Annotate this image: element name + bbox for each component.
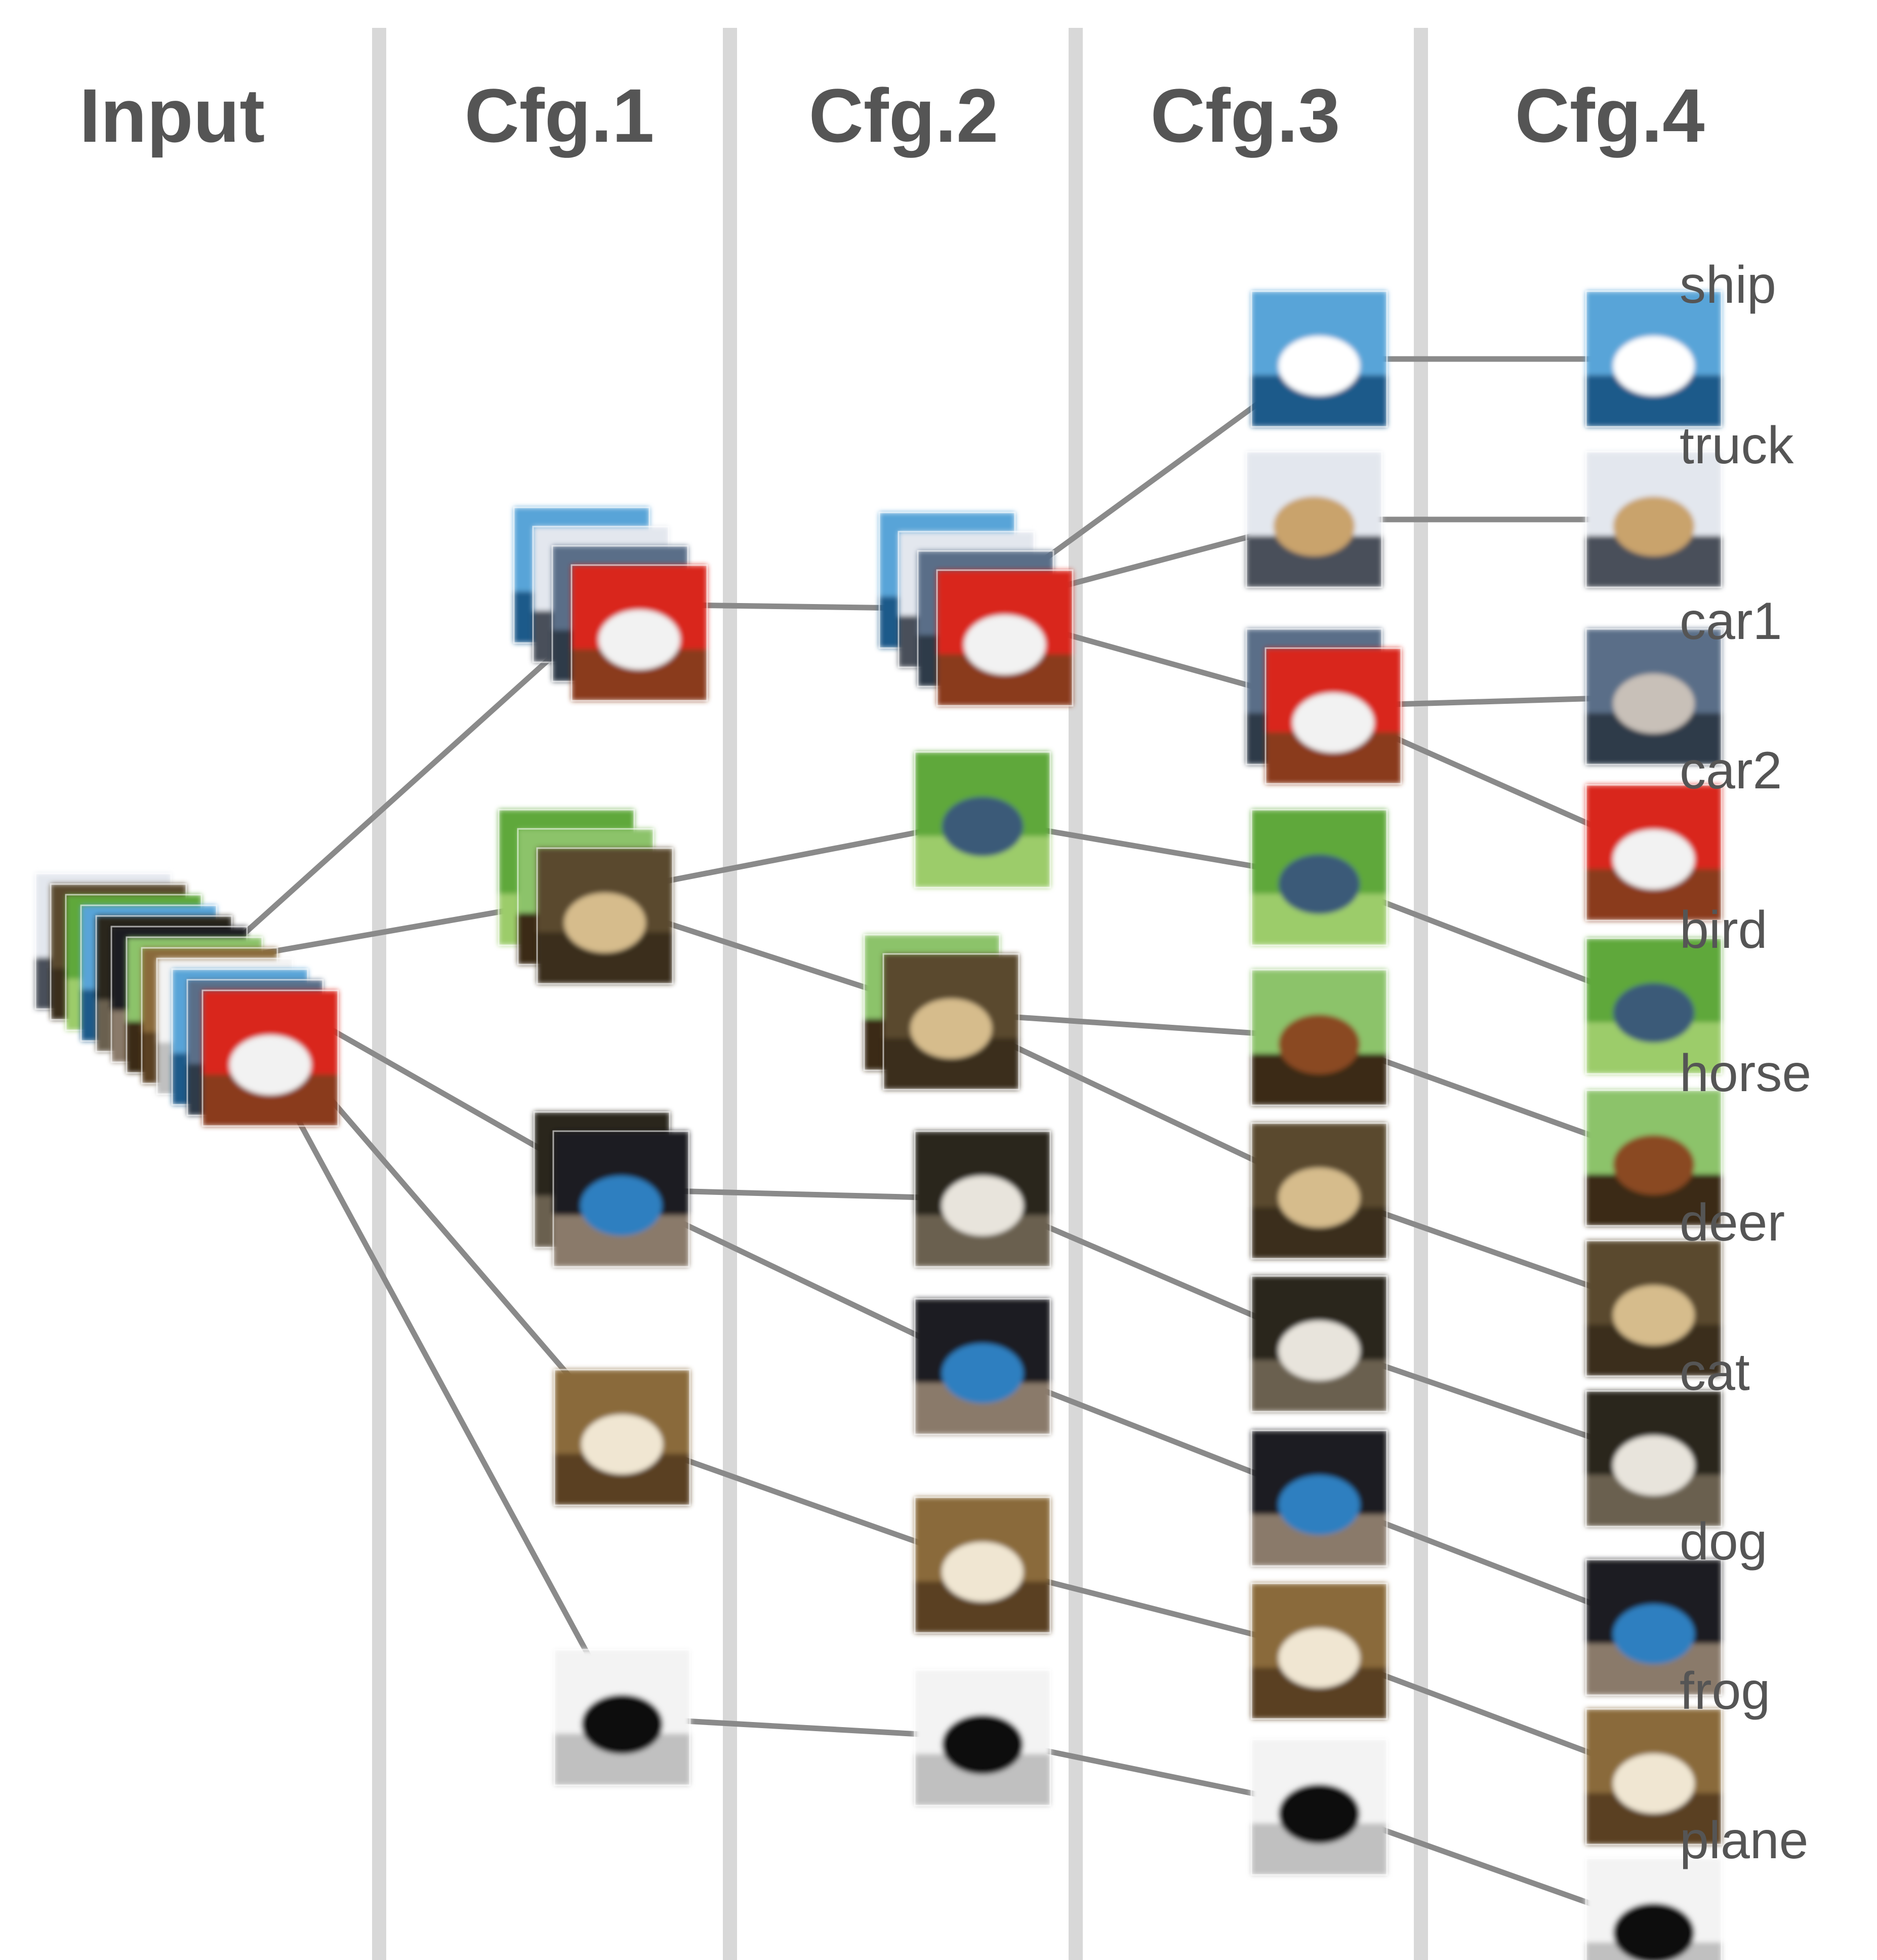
class-label-car1: car1 bbox=[1680, 592, 1782, 651]
thumbnail-truck bbox=[1245, 451, 1383, 588]
thumbnail-bird bbox=[1585, 937, 1723, 1075]
thumbnail-dog bbox=[1585, 1558, 1723, 1696]
thumbnail-frog bbox=[553, 1369, 691, 1506]
cluster-node-c3g bbox=[1250, 1275, 1388, 1413]
header-cfg1: Cfg.1 bbox=[465, 73, 655, 158]
thumbnail-plane bbox=[1250, 1738, 1388, 1876]
cluster-node-c3e bbox=[1250, 969, 1388, 1106]
cluster-node-c2d bbox=[914, 1130, 1051, 1268]
column-divider bbox=[1069, 28, 1083, 1960]
cluster-node-c2b bbox=[914, 751, 1051, 889]
cluster-node-c4i bbox=[1585, 1558, 1723, 1696]
thumbnail-car2 bbox=[1264, 647, 1402, 785]
cluster-node-c1d bbox=[553, 1369, 691, 1506]
thumbnail-deer bbox=[1585, 1239, 1723, 1377]
input-image-stack bbox=[34, 872, 339, 1127]
header-cfg4: Cfg.4 bbox=[1515, 73, 1705, 158]
class-label-dog: dog bbox=[1680, 1512, 1768, 1571]
class-label-deer: deer bbox=[1680, 1193, 1785, 1252]
cluster-node-c3c bbox=[1245, 628, 1402, 785]
thumbnail-dog bbox=[1250, 1429, 1388, 1567]
thumbnail-frog bbox=[914, 1496, 1051, 1634]
cluster-node-c3a bbox=[1250, 290, 1388, 428]
header-cfg2: Cfg.2 bbox=[809, 73, 999, 158]
column-divider bbox=[372, 28, 386, 1960]
thumbnail-cat bbox=[1585, 1390, 1723, 1528]
cluster-node-c3f bbox=[1250, 1122, 1388, 1260]
cluster-node-c2f bbox=[914, 1496, 1051, 1634]
cluster-node-c4k bbox=[1585, 1857, 1723, 1960]
cluster-node-c1c bbox=[533, 1111, 690, 1268]
class-label-frog: frog bbox=[1680, 1662, 1770, 1721]
cluster-node-c3j bbox=[1250, 1738, 1388, 1876]
class-labels: ship truck car1 car2 bird horse deer cat… bbox=[1680, 256, 1811, 1870]
thumbnail-car2 bbox=[1585, 784, 1723, 922]
thumbnail-bird bbox=[914, 751, 1051, 889]
cluster-node-c2g bbox=[914, 1669, 1051, 1807]
column-headers: Input Cfg.1 Cfg.2 Cfg.3 Cfg.4 bbox=[79, 73, 1705, 158]
thumbnail-plane bbox=[914, 1669, 1051, 1807]
class-label-truck: truck bbox=[1680, 416, 1794, 475]
cluster-node-c4a bbox=[1585, 290, 1723, 428]
cluster-node-c4h bbox=[1585, 1390, 1723, 1528]
thumbnail-frog bbox=[1585, 1708, 1723, 1846]
thumbnail-plane bbox=[553, 1649, 691, 1786]
cluster-node-c2c bbox=[863, 934, 1020, 1091]
class-label-ship: ship bbox=[1680, 256, 1776, 314]
thumbnail-deer bbox=[882, 953, 1020, 1091]
cluster-node-c4j bbox=[1585, 1708, 1723, 1846]
thumbnail-dog bbox=[552, 1130, 690, 1268]
class-label-bird: bird bbox=[1680, 901, 1767, 959]
cluster-node-c4e bbox=[1585, 937, 1723, 1075]
column-divider bbox=[723, 28, 737, 1960]
class-label-cat: cat bbox=[1680, 1343, 1750, 1402]
header-cfg3: Cfg.3 bbox=[1151, 73, 1340, 158]
cluster-node-c3b bbox=[1245, 451, 1383, 588]
cluster-node-c3i bbox=[1250, 1582, 1388, 1720]
thumbnail-ship bbox=[1585, 290, 1723, 428]
cluster-nodes bbox=[34, 290, 1723, 1960]
thumbnail-horse bbox=[1250, 969, 1388, 1106]
edge-input-c1a bbox=[210, 601, 614, 965]
thumbnail-deer bbox=[1250, 1122, 1388, 1260]
thumbnail-dog bbox=[914, 1298, 1051, 1435]
cluster-node-c3h bbox=[1250, 1429, 1388, 1567]
class-label-horse: horse bbox=[1680, 1044, 1811, 1103]
column-divider bbox=[1414, 28, 1428, 1960]
thumbnail-car1 bbox=[1585, 628, 1723, 766]
thumbnail-truck bbox=[1585, 451, 1723, 588]
cluster-node-c2e bbox=[914, 1298, 1051, 1435]
column-dividers bbox=[372, 28, 1428, 1960]
cluster-node-c3d bbox=[1250, 809, 1388, 946]
cluster-node-c2a bbox=[878, 511, 1074, 707]
header-input: Input bbox=[79, 73, 265, 158]
thumbnail-car2 bbox=[201, 989, 339, 1127]
thumbnail-horse bbox=[1585, 1089, 1723, 1227]
class-label-car2: car2 bbox=[1680, 741, 1782, 800]
thumbnail-cat bbox=[1250, 1275, 1388, 1413]
thumbnail-plane bbox=[1585, 1857, 1723, 1960]
cluster-node-c1a bbox=[513, 506, 708, 702]
thumbnail-ship bbox=[1250, 290, 1388, 428]
cluster-node-c1e bbox=[553, 1649, 691, 1786]
class-label-plane: plane bbox=[1680, 1811, 1808, 1870]
thumbnail-car2 bbox=[936, 569, 1074, 707]
cluster-node-c4c bbox=[1585, 628, 1723, 766]
cluster-node-c4b bbox=[1585, 451, 1723, 588]
cluster-node-c4f bbox=[1585, 1089, 1723, 1227]
thumbnail-cat bbox=[914, 1130, 1051, 1268]
thumbnail-bird bbox=[1250, 809, 1388, 946]
cluster-node-c4d bbox=[1585, 784, 1723, 922]
thumbnail-car2 bbox=[570, 564, 708, 702]
cluster-node-c1b bbox=[498, 809, 674, 985]
cluster-node-c4g bbox=[1585, 1239, 1723, 1377]
thumbnail-frog bbox=[1250, 1582, 1388, 1720]
thumbnail-deer bbox=[536, 847, 674, 985]
